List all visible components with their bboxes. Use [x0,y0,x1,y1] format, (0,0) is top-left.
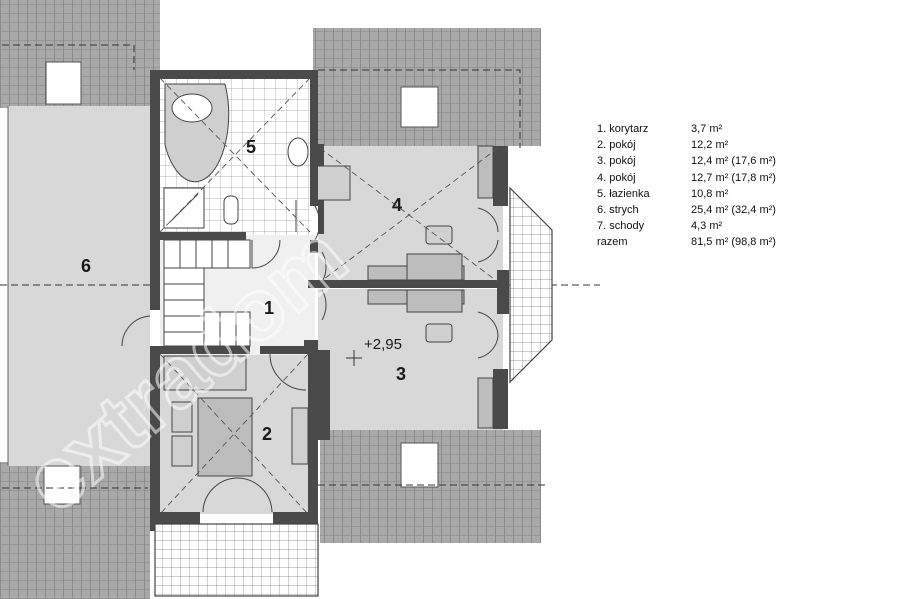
legend-label: 5. łazienka [597,187,650,200]
legend-label: 2. pokój [597,139,636,152]
legend-row: 6. strych 25,4 m² (32,4 m²) [597,202,897,218]
bedroom-furniture [163,355,309,477]
legend-label: 3. pokój [597,155,636,168]
ceiling-lines [159,77,499,515]
dining-table [367,225,465,343]
room-number-6: 6 [81,256,91,276]
legend-area: 12,2 m² [691,139,729,152]
legend-row: 7. schody 4,3 m² [597,218,897,234]
legend-label: 7. schody [597,220,645,233]
legend-area: 25,4 m² (32,4 m²) [691,204,776,217]
balcony-right [509,186,553,384]
skylights [43,61,439,505]
legend-label: 4. pokój [597,171,636,184]
legend-row: 2. pokój 12,2 m² [597,137,897,153]
legend-row-total: razem 81,5 m² (98,8 m²) [597,234,897,250]
room-number-2: 2 [262,424,272,444]
skylight [43,465,81,505]
skylight [45,61,82,105]
level-marker [346,350,362,366]
legend-area: 12,7 m² (17,8 m²) [691,171,776,184]
level-label: +2,95 [364,336,402,353]
legend-area: 4,3 m² [691,220,723,233]
room-number-1: 1 [264,298,274,318]
attic-floor [8,106,150,466]
legend-label: razem [597,236,628,249]
legend-row: 4. pokój 12,7 m² (17,8 m²) [597,170,897,186]
skylight [400,442,439,488]
legend-label: 6. strych [597,204,639,217]
door-swings [121,205,499,513]
skylight [400,86,439,128]
dormer-windows [477,145,509,429]
stairs [163,239,251,347]
legend-area: 3,7 m² [691,123,723,136]
legend-area: 12,4 m² (17,6 m²) [691,155,776,168]
room-number-5: 5 [246,137,256,157]
legend-area: 81,5 m² (98,8 m²) [691,236,776,249]
legend-row: 1. korytarz 3,7 m² [597,121,897,137]
legend-row: 3. pokój 12,4 m² (17,6 m²) [597,153,897,169]
legend-area: 10,8 m² [691,187,729,200]
legend-label: 1. korytarz [597,123,649,136]
area-legend: 1. korytarz 3,7 m² 2. pokój 12,2 m² 3. pok… [597,121,897,251]
room-number-3: 3 [396,364,406,384]
legend-row: 5. łazienka 10,8 m² [597,186,897,202]
balcony-bottom [154,523,319,597]
room-number-4: 4 [392,195,402,215]
